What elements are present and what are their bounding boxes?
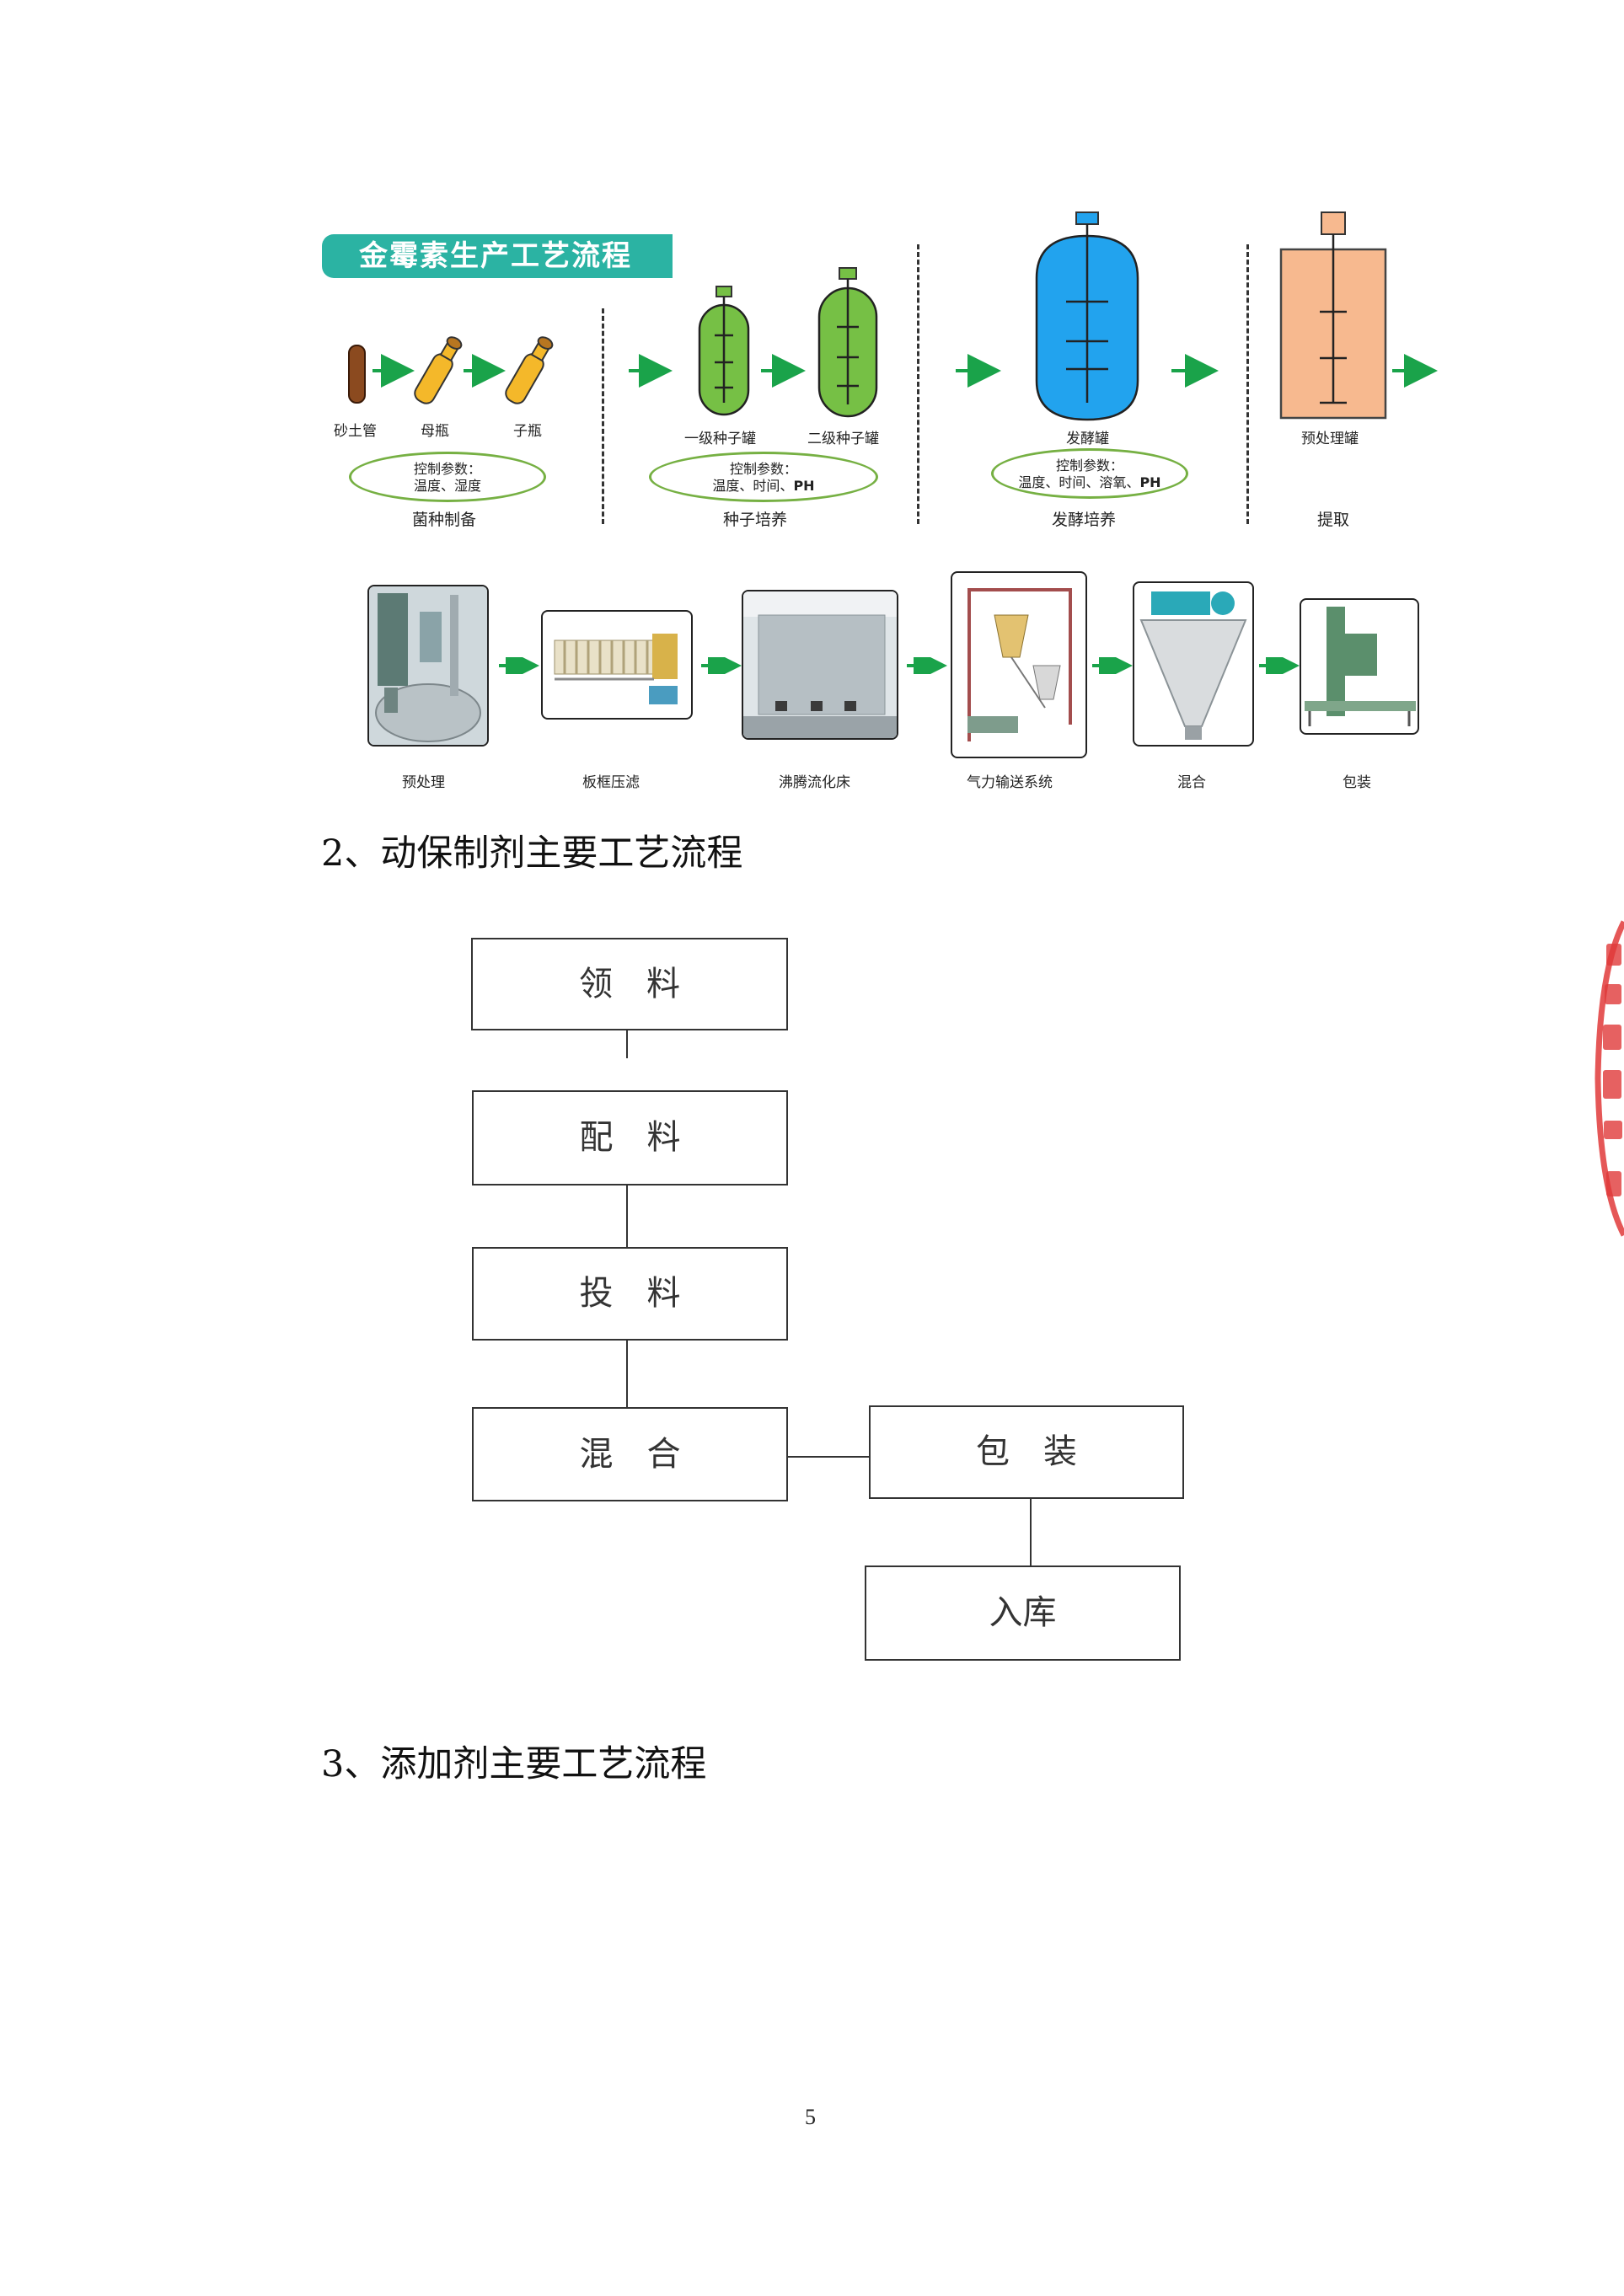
connector-1-2	[626, 1030, 628, 1058]
param-ellipse-2: 控制参数： 温度、时间、PH	[649, 452, 878, 502]
seed-tank-2-icon	[817, 267, 878, 418]
flow-step-warehousing: 入库	[865, 1565, 1181, 1661]
item-label-sub-flask: 子瓶	[513, 423, 542, 440]
pretreatment-tank-icon	[1279, 211, 1387, 420]
photo-packaging	[1300, 598, 1419, 735]
company-seal-stamp	[1595, 920, 1624, 1237]
param-ellipse-3: 控制参数： 温度、时间、溶氧、PH	[991, 448, 1188, 499]
equip-label-mixer: 混合	[1177, 774, 1206, 791]
item-label-fermenter: 发酵罐	[1066, 431, 1109, 447]
stage-name-extraction: 提取	[1317, 511, 1350, 529]
stage-separator-2	[917, 244, 919, 524]
connector-5-6	[1030, 1498, 1032, 1567]
sand-tube-icon	[348, 345, 366, 404]
flow-step-batching: 配 料	[472, 1090, 788, 1185]
connector-3-4	[626, 1340, 628, 1409]
connector-2-3	[626, 1185, 628, 1249]
equip-label-pretreatment: 预处理	[402, 774, 445, 791]
equip-label-packaging: 包装	[1343, 774, 1371, 791]
item-label-seed-tank-1: 一级种子罐	[684, 431, 756, 447]
equip-label-filter: 板框压滤	[582, 774, 640, 791]
equipment-arrows	[499, 657, 1300, 674]
figure-title: 金霉素生产工艺流程	[322, 234, 673, 278]
page-number: 5	[805, 2105, 816, 2129]
stage-name-seed-culture: 种子培养	[723, 511, 788, 529]
section-2-heading: 2、动保制剂主要工艺流程	[321, 832, 743, 875]
equip-label-fluid-bed: 沸腾流化床	[779, 774, 850, 791]
seed-tank-1-icon	[698, 286, 750, 416]
flow-step-receive-materials: 领 料	[471, 938, 788, 1030]
photo-pneumatic-conveying	[951, 571, 1087, 758]
flow-step-feeding: 投 料	[472, 1247, 788, 1341]
stage-separator-3	[1246, 244, 1249, 524]
process-icons	[348, 211, 1438, 421]
fermenter-icon	[1035, 211, 1139, 421]
flow-step-mixing: 混 合	[472, 1407, 788, 1501]
flow-step-packaging: 包 装	[869, 1405, 1184, 1499]
item-label-mother-flask: 母瓶	[421, 423, 449, 440]
section-3-heading: 3、添加剂主要工艺流程	[321, 1743, 707, 1785]
mother-flask-icon	[414, 336, 463, 404]
param-ellipse-1: 控制参数： 温度、湿度	[349, 452, 546, 502]
sub-flask-icon	[505, 336, 554, 404]
stage-name-strain-prep: 菌种制备	[412, 511, 477, 529]
item-label-sand-tube: 砂土管	[334, 423, 377, 440]
equip-label-pneumatic: 气力输送系统	[967, 774, 1053, 791]
photo-fluid-bed	[742, 590, 898, 740]
stage-name-fermentation: 发酵培养	[1052, 511, 1117, 529]
photo-plate-frame-filter	[541, 610, 693, 720]
item-label-pretreatment-tank: 预处理罐	[1301, 431, 1359, 447]
item-label-seed-tank-2: 二级种子罐	[807, 431, 879, 447]
connector-4-5	[787, 1456, 870, 1458]
stage-separator-1	[602, 308, 604, 524]
photo-pretreatment	[367, 585, 489, 747]
photo-mixer	[1133, 581, 1254, 747]
